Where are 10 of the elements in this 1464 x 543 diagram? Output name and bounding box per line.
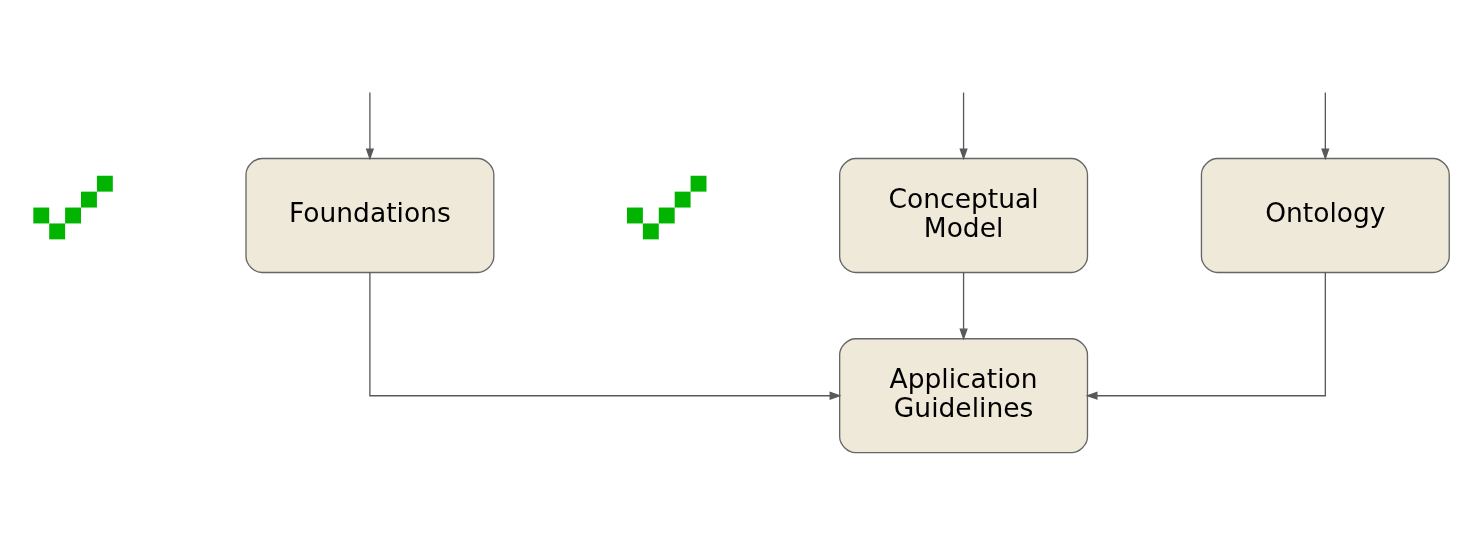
node-box: Foundations (245, 157, 495, 273)
node-box: Conceptual Model (839, 157, 1089, 273)
arrow (1085, 271, 1326, 400)
arrow (1321, 91, 1330, 160)
node-box: Ontology (1200, 157, 1450, 273)
arrow (369, 271, 842, 400)
arrow (959, 271, 968, 340)
arrow (365, 91, 375, 160)
arrow (959, 91, 968, 160)
node-box: Application Guidelines (839, 337, 1089, 453)
